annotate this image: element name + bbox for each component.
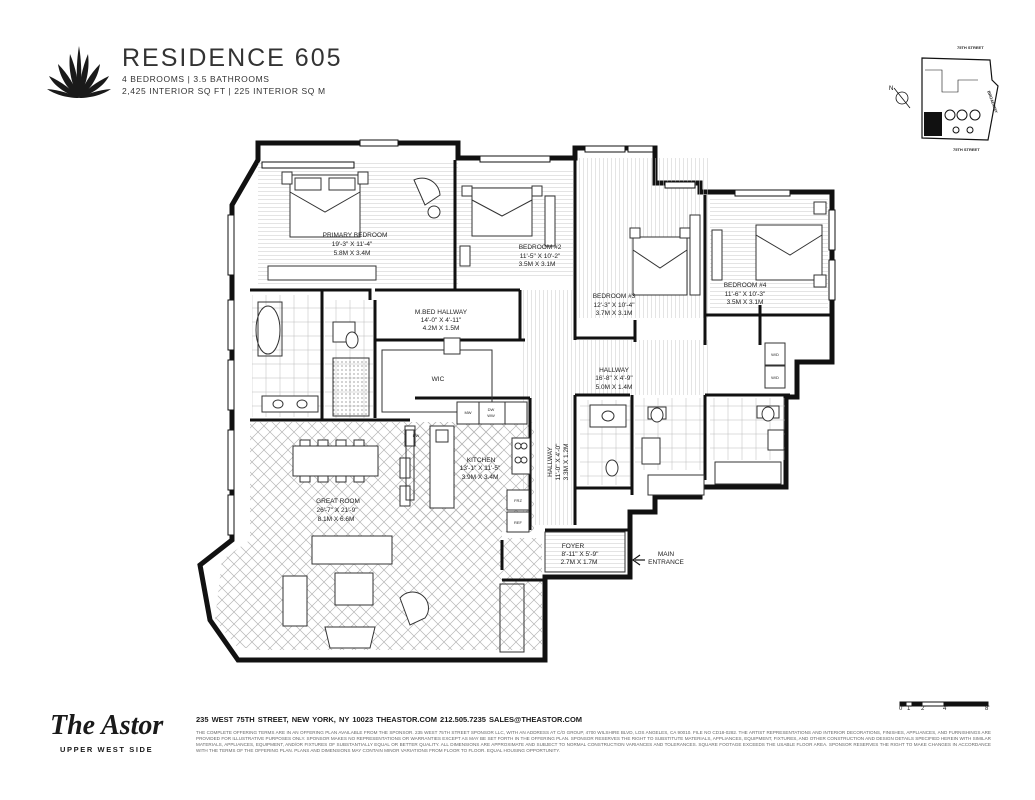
astor-leaf-logo xyxy=(47,46,111,98)
foyer-name: FOYER xyxy=(562,543,585,550)
lower-great-room-floor xyxy=(502,538,542,650)
frz-label: FRZ xyxy=(514,498,522,503)
mbed-hallway-imperial: 14'-0" X 4'-11" xyxy=(421,317,462,324)
bedroom4-metric: 3.5M X 3.1M xyxy=(727,299,764,306)
primary-bed xyxy=(281,171,369,238)
ref-label: REF xyxy=(514,520,523,525)
primary-bedroom-name: PRIMARY BEDROOM xyxy=(323,232,388,239)
mw-label: MW xyxy=(464,410,471,415)
hallway-imperial: 16'-8" X 4'-9" xyxy=(595,375,633,382)
foyer-imperial: 8'-11" X 5'-9" xyxy=(562,551,600,558)
wd2-label: W/D xyxy=(771,375,779,380)
mbed-hallway-metric: 4.2M X 1.5M xyxy=(423,325,460,332)
hallway-metric: 5.0M X 1.4M xyxy=(596,384,633,391)
astor-logo-wordmark: The Astor xyxy=(50,710,164,741)
scale-tick-2: 2' xyxy=(921,706,926,712)
key-plan-unit-highlight xyxy=(924,112,942,136)
great-room-imperial: 26'-7" X 21'-9" xyxy=(316,507,358,514)
scale-tick-0: 0' xyxy=(899,706,904,712)
great-room-furniture xyxy=(282,439,525,653)
hall-bath-fixtures xyxy=(589,342,786,496)
scale-tick-8: 8' xyxy=(985,706,990,712)
primary-bedroom-metric: 5.8M X 3.4M xyxy=(334,250,371,257)
contact-line: 235 WEST 75TH STREET, NEW YORK, NY 10023… xyxy=(196,715,583,724)
bedroom4-imperial: 11'-6" X 10'-3" xyxy=(725,291,766,298)
great-room-name: GREAT ROOM xyxy=(316,498,360,505)
great-room-metric: 8.1M X 6.6M xyxy=(318,516,355,523)
legal-disclaimer: THE COMPLETE OFFERING TERMS ARE IN AN OF… xyxy=(196,730,991,753)
wd1-label: W/D xyxy=(771,352,779,357)
bedroom3-metric: 3.7M X 3.1M xyxy=(596,310,633,317)
key-plan: N xyxy=(889,57,999,141)
main-entrance-arrow-icon xyxy=(631,554,645,566)
ww-label: WW xyxy=(487,413,495,418)
kitchen-name: KITCHEN xyxy=(467,457,496,464)
residence-title: RESIDENCE 605 xyxy=(122,44,343,72)
bedroom4-bed xyxy=(711,201,827,288)
wic-name: WIC xyxy=(432,376,445,383)
bay-floor xyxy=(215,540,250,648)
bedroom2-bed xyxy=(459,185,556,267)
primary-chair xyxy=(413,177,441,219)
bedroom2-imperial: 11'-5" X 10'-2" xyxy=(520,253,561,260)
kitchen-imperial: 13'-1" X 11'-5" xyxy=(460,465,501,472)
mbed-hallway-name: M.BED HALLWAY xyxy=(415,309,468,316)
scale-tick-1: 1' xyxy=(907,706,912,712)
key-plan-street-bottom: 75TH STREET xyxy=(953,147,980,152)
bedroom4-name: BEDROOM #4 xyxy=(724,282,767,289)
scale-bar xyxy=(899,701,989,707)
bedroom2-metric: 3.5M X 3.1M xyxy=(519,261,556,268)
hallway-name: HALLWAY xyxy=(599,367,630,374)
entrance-line1: MAIN xyxy=(658,551,675,558)
hallway-vertical-name: HALLWAY xyxy=(547,446,554,477)
bedroom2-name: BEDROOM #2 xyxy=(519,244,562,251)
foyer-metric: 2.7M X 1.7M xyxy=(561,559,598,566)
dw-upper-label: DW xyxy=(488,407,495,412)
kitchen-metric: 3.9M X 3.4M xyxy=(462,474,499,481)
bedroom3-name: BEDROOM #3 xyxy=(593,293,636,300)
kitchen-fixtures xyxy=(399,401,531,533)
primary-bath-fixtures xyxy=(255,301,370,417)
key-plan-street-top: 75TH STREET xyxy=(957,45,984,50)
hallway-vertical-metric: 3.3M X 1.2M xyxy=(563,444,570,481)
hallway-vertical-imperial: 11'-0" X 4'-0" xyxy=(555,443,562,481)
astor-logo-subtitle: UPPER WEST SIDE xyxy=(60,745,154,754)
north-arrow-icon: N xyxy=(889,86,911,109)
entrance-line2: ENTRANCE xyxy=(648,559,684,566)
bedroom3-imperial: 12'-3" X 10'-4" xyxy=(593,302,635,309)
dw-kitchen-label: DW xyxy=(413,433,420,438)
bedroom3-bed xyxy=(629,214,701,296)
primary-bedroom-imperial: 19'-3" X 11'-4" xyxy=(332,241,373,248)
bed-bath-summary: 4 BEDROOMS | 3.5 BATHROOMS xyxy=(122,74,270,84)
foyer-floor xyxy=(544,531,626,573)
area-summary: 2,425 INTERIOR SQ FT | 225 INTERIOR SQ M xyxy=(122,86,326,96)
scale-tick-4: 4' xyxy=(943,706,948,712)
svg-text:N: N xyxy=(889,86,893,92)
